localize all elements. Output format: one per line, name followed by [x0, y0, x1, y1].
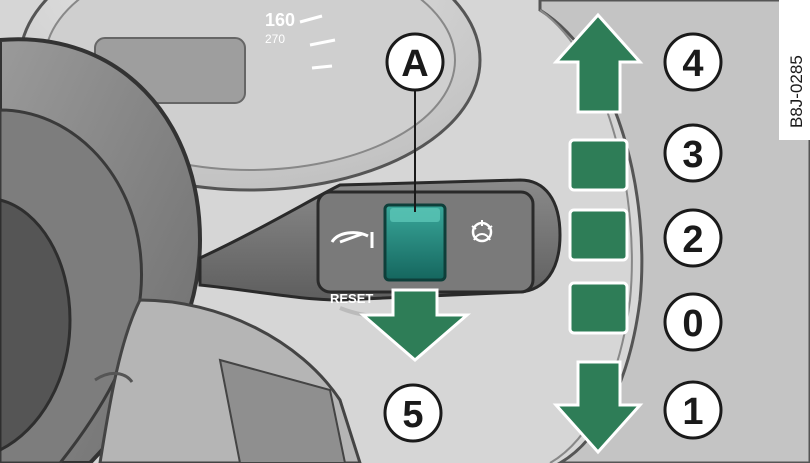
svg-text:A: A	[401, 43, 428, 85]
reset-label: RESET	[330, 291, 373, 306]
svg-text:5: 5	[402, 394, 423, 436]
position-2-square	[570, 210, 627, 260]
position-0-square	[570, 283, 627, 333]
callout-2: 2	[665, 210, 721, 266]
svg-text:3: 3	[682, 134, 703, 176]
callout-5: 5	[385, 385, 441, 441]
callout-4: 4	[665, 34, 721, 90]
callout-3: 3	[665, 125, 721, 181]
callout-0: 0	[665, 294, 721, 350]
callout-a: A	[387, 34, 443, 90]
figure-code: B8J-0285	[787, 55, 806, 128]
position-3-square	[570, 140, 627, 190]
speed-mark-270: 270	[265, 32, 285, 46]
svg-text:2: 2	[682, 219, 703, 261]
callout-1: 1	[665, 382, 721, 438]
svg-text:1: 1	[682, 391, 703, 433]
svg-text:0: 0	[682, 303, 703, 345]
svg-text:4: 4	[682, 43, 703, 85]
speed-mark-160: 160	[265, 10, 295, 30]
